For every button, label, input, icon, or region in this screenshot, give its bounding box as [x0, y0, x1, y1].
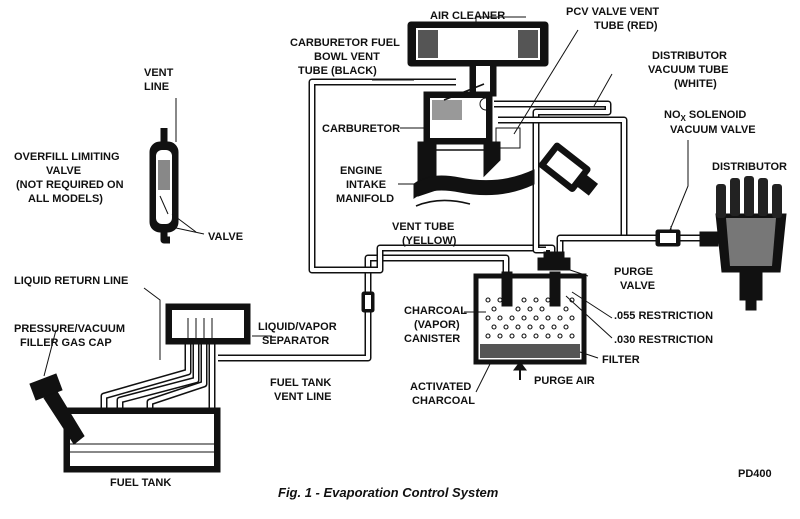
- charcoal-granule: [563, 324, 569, 330]
- label-fuel-tank: FUEL TANK: [110, 477, 171, 489]
- labels: AIR CLEANER PCV VALVE VENT TUBE (RED) CA…: [14, 6, 787, 500]
- charcoal-granule: [491, 324, 497, 330]
- figure-caption: Fig. 1 - Evaporation Control System: [278, 485, 499, 500]
- label-pcv-1: PCV VALVE VENT: [566, 6, 659, 18]
- label-carb-fuel-3: TUBE (BLACK): [298, 65, 377, 77]
- label-overfill-1: OVERFILL LIMITING: [14, 151, 120, 163]
- label-activated-2: CHARCOAL: [412, 395, 475, 407]
- label-nox-2: VACUUM VALVE: [670, 124, 756, 136]
- charcoal-granule: [521, 297, 527, 303]
- charcoal-granule: [569, 315, 575, 321]
- label-distributor: DISTRIBUTOR: [712, 161, 787, 173]
- charcoal-granule: [557, 315, 563, 321]
- distributor: [699, 176, 787, 311]
- charcoal-granule: [563, 306, 569, 312]
- label-vent-tube-1: VENT TUBE: [392, 221, 454, 233]
- charcoal-granule: [485, 315, 491, 321]
- charcoal-granule: [491, 306, 497, 312]
- charcoal-granule: [539, 324, 545, 330]
- charcoal-granule: [515, 324, 521, 330]
- label-purge-valve-2: VALVE: [620, 280, 655, 292]
- label-vent-line-1: VENT: [144, 67, 174, 79]
- label-pcv-2: TUBE (RED): [594, 20, 658, 32]
- label-valve: VALVE: [208, 231, 243, 243]
- label-carb-fuel-1: CARBURETOR FUEL: [290, 37, 400, 49]
- label-vent-tube-2: (YELLOW): [402, 235, 457, 247]
- charcoal-granule: [557, 333, 563, 339]
- charcoal-granule: [533, 297, 539, 303]
- charcoal-canister: [473, 251, 587, 380]
- label-vent-line-2: LINE: [144, 81, 169, 93]
- label-charcoal-2: (VAPOR): [414, 319, 460, 331]
- label-dist-vac-1: DISTRIBUTOR: [652, 50, 727, 62]
- charcoal-granule: [545, 333, 551, 339]
- label-engine-1: ENGINE: [340, 165, 382, 177]
- charcoal-granule: [539, 306, 545, 312]
- label-dist-vac-2: VACUUM TUBE: [648, 64, 728, 76]
- label-restriction-030: .030 RESTRICTION: [614, 334, 713, 346]
- charcoal-granule: [497, 297, 503, 303]
- charcoal-granule: [515, 306, 521, 312]
- charcoal-granule: [551, 324, 557, 330]
- overfill-limiting-valve: [149, 128, 179, 244]
- label-fuel-tank-vent-2: VENT LINE: [274, 391, 331, 403]
- label-overfill-3: (NOT REQUIRED ON: [16, 179, 124, 191]
- vent-tube-valve: [361, 291, 375, 313]
- charcoal-granule: [521, 315, 527, 321]
- label-activated-1: ACTIVATED: [410, 381, 471, 393]
- fuel-tank: [29, 373, 221, 473]
- label-overfill-4: ALL MODELS): [28, 193, 103, 205]
- charcoal-granule: [569, 333, 575, 339]
- label-dist-vac-3: (WHITE): [674, 78, 717, 90]
- charcoal-granule: [485, 333, 491, 339]
- label-restriction-055: .055 RESTRICTION: [614, 310, 713, 322]
- label-engine-2: INTAKE: [346, 179, 386, 191]
- label-filter: FILTER: [602, 354, 640, 366]
- leader-lines: [43, 16, 689, 393]
- charcoal-granule: [527, 324, 533, 330]
- tubing: [100, 78, 702, 410]
- label-code: PD400: [738, 468, 772, 480]
- label-overfill-2: VALVE: [46, 165, 81, 177]
- pcv-valve: [538, 142, 599, 196]
- label-purge-valve-1: PURGE: [614, 266, 653, 278]
- charcoal-granule: [503, 324, 509, 330]
- label-pressure-1: PRESSURE/VACUUM: [14, 323, 125, 335]
- charcoal-granule: [533, 315, 539, 321]
- label-liquid-return: LIQUID RETURN LINE: [14, 275, 128, 287]
- intake-manifold: [413, 141, 535, 207]
- label-nox-1: NOX SOLENOID: [664, 109, 746, 123]
- charcoal-granule: [533, 333, 539, 339]
- label-air-cleaner: AIR CLEANER: [430, 10, 505, 22]
- label-purge-air: PURGE AIR: [534, 375, 595, 387]
- liquid-vapor-separator: [165, 303, 251, 345]
- label-pressure-2: FILLER GAS CAP: [20, 337, 112, 349]
- charcoal-granule: [521, 333, 527, 339]
- charcoal-granule: [545, 315, 551, 321]
- charcoal-granule: [527, 306, 533, 312]
- charcoal-granule: [497, 333, 503, 339]
- charcoal-granule: [545, 297, 551, 303]
- label-charcoal-3: CANISTER: [404, 333, 460, 345]
- label-liquid-vapor-2: SEPARATOR: [262, 335, 329, 347]
- label-engine-3: MANIFOLD: [336, 193, 394, 205]
- charcoal-granule: [497, 315, 503, 321]
- label-fuel-tank-vent-1: FUEL TANK: [270, 377, 331, 389]
- nox-solenoid-valve: [655, 226, 681, 247]
- label-charcoal-1: CHARCOAL: [404, 305, 467, 317]
- charcoal-granule: [509, 315, 515, 321]
- carburetor: [423, 83, 521, 149]
- label-carburetor: CARBURETOR: [322, 123, 400, 135]
- label-liquid-vapor-1: LIQUID/VAPOR: [258, 321, 337, 333]
- label-carb-fuel-2: BOWL VENT: [314, 51, 380, 63]
- charcoal-granule: [485, 297, 491, 303]
- air-cleaner: [407, 21, 549, 97]
- charcoal-granule: [509, 333, 515, 339]
